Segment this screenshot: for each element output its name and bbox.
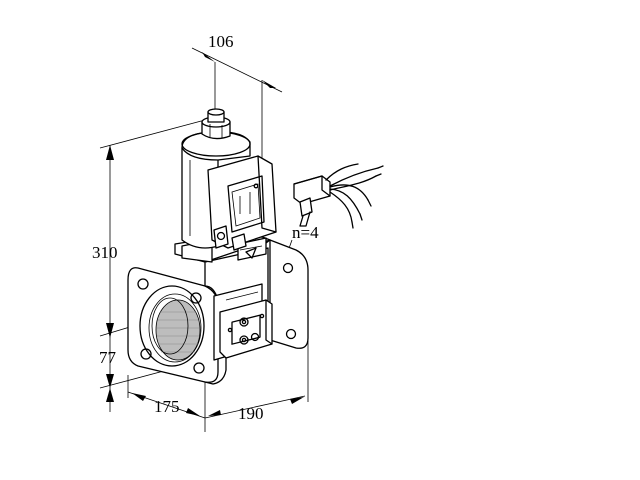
dimension-175-label: 175 [154,397,180,416]
left-flange [127,267,227,385]
top-nut [201,108,231,140]
bolt-holes-label: n=4 [292,223,319,242]
dimension-77-label: 77 [99,348,117,367]
cable-connector [293,163,384,229]
dimension-310-label: 310 [92,243,118,262]
junction-box [207,155,277,251]
dimension-106-label: 106 [208,32,234,51]
dimension-lines [99,47,309,432]
control-block [219,299,273,359]
dimension-190-label: 190 [238,404,264,423]
dimension-labels: 106 310 77 175 190 n=4 [92,32,319,423]
